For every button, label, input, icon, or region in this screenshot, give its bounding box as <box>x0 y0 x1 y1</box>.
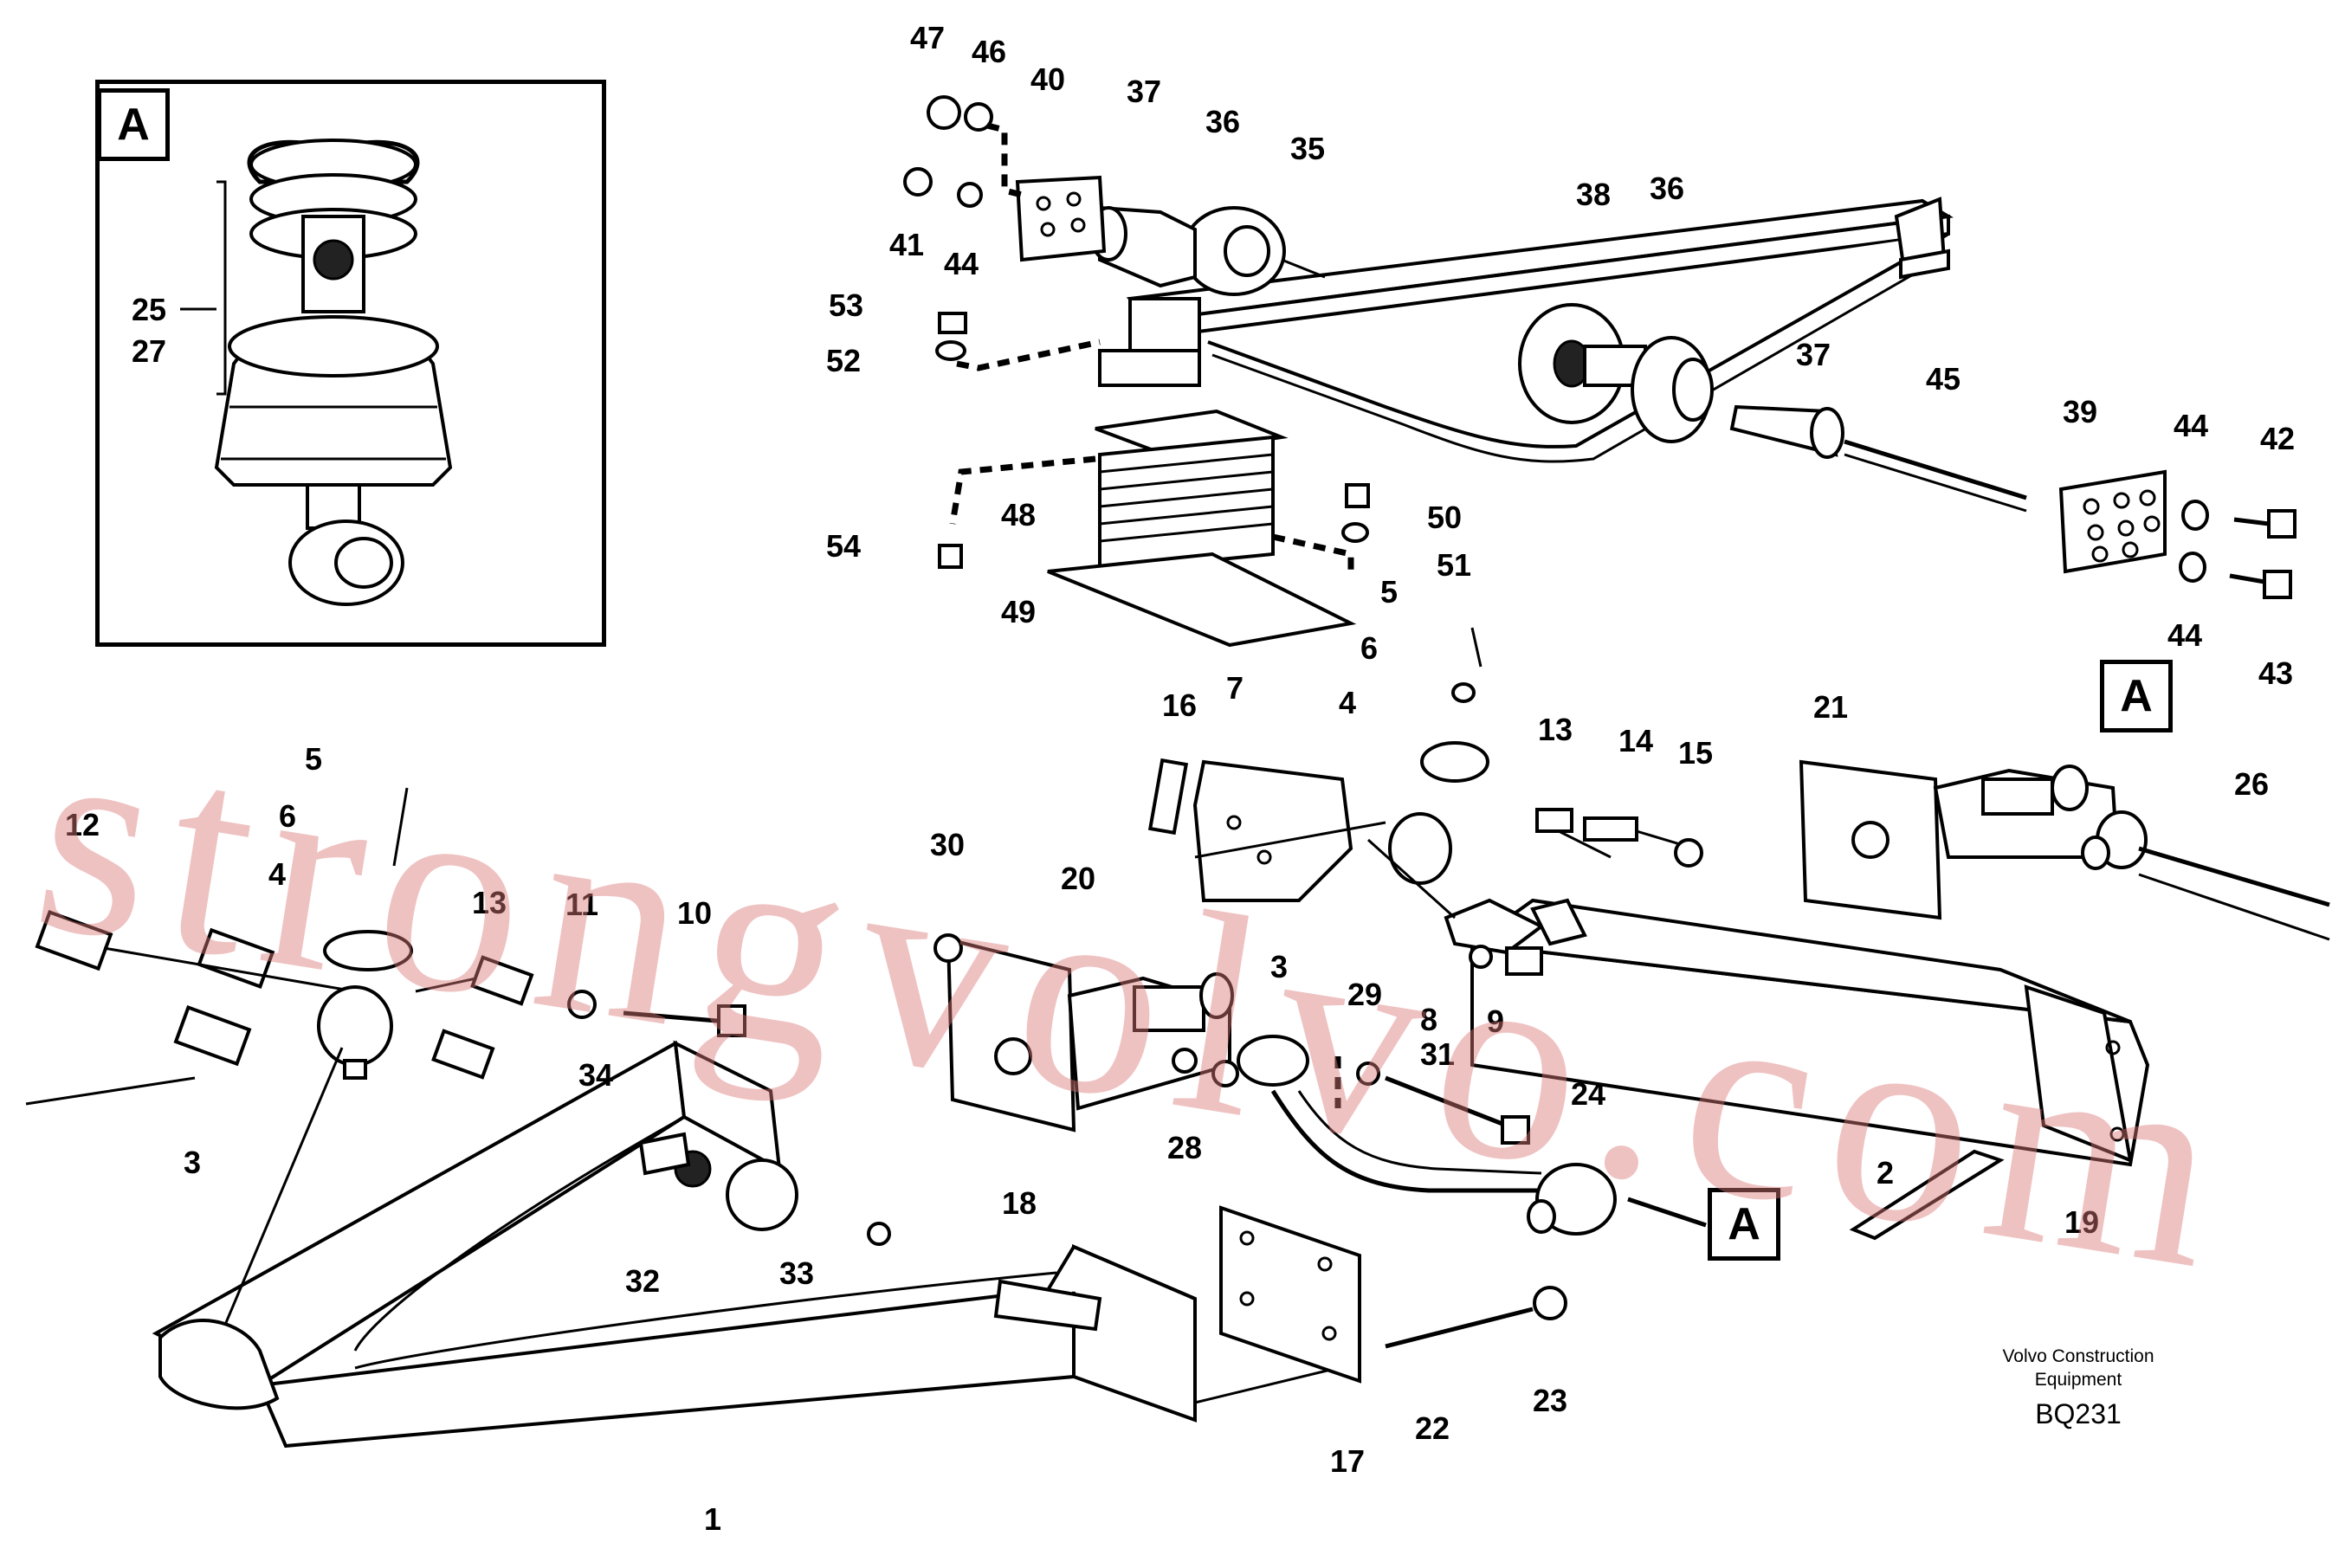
callout-4: 4 <box>1338 685 1357 720</box>
callout-13: 13 <box>1537 712 1573 747</box>
callout-20: 20 <box>1060 861 1096 896</box>
callout-36: 36 <box>1649 171 1685 206</box>
detail-label-27: 27 <box>131 333 167 369</box>
callout-40: 40 <box>1030 61 1066 97</box>
callout-6: 6 <box>278 798 297 834</box>
callout-43: 43 <box>2258 655 2294 691</box>
callout-37: 37 <box>1126 74 1162 109</box>
callout-13: 13 <box>471 885 507 920</box>
callout-50: 50 <box>1426 500 1463 535</box>
callout-30: 30 <box>929 827 966 862</box>
subframe-35-drawing <box>903 95 2296 648</box>
credit-division: Equipment <box>2034 1370 2122 1390</box>
callout-4: 4 <box>268 856 287 892</box>
callout-46: 46 <box>971 34 1007 69</box>
callout-53: 53 <box>828 287 864 323</box>
frame-1-drawing <box>25 787 1707 1449</box>
drawing-code: BQ231 <box>2035 1398 2122 1429</box>
credit-company: Volvo Construction <box>2002 1346 2154 1366</box>
detail-label-25: 25 <box>131 292 167 327</box>
callout-45: 45 <box>1925 361 1961 397</box>
callout-5: 5 <box>304 741 323 777</box>
callout-44: 44 <box>943 246 979 281</box>
callout-34: 34 <box>578 1057 614 1093</box>
callout-35: 35 <box>1289 131 1326 166</box>
callout-9: 9 <box>1486 1003 1505 1039</box>
callout-36: 36 <box>1205 104 1241 139</box>
callout-29: 29 <box>1347 977 1383 1012</box>
callout-8: 8 <box>1419 1002 1438 1037</box>
callout-48: 48 <box>1000 497 1037 532</box>
callout-28: 28 <box>1166 1130 1203 1165</box>
callout-24: 24 <box>1570 1076 1606 1112</box>
callout-1: 1 <box>703 1501 722 1537</box>
callout-41: 41 <box>888 227 925 262</box>
callout-44: 44 <box>2173 408 2209 443</box>
detail-ref-a-lower: A <box>1708 1188 1780 1261</box>
callout-15: 15 <box>1677 735 1714 771</box>
callout-42: 42 <box>2259 421 2296 456</box>
callout-26: 26 <box>2233 766 2270 802</box>
callout-49: 49 <box>1000 594 1037 629</box>
callout-23: 23 <box>1532 1383 1568 1418</box>
callout-51: 51 <box>1436 547 1472 583</box>
detail-a-tag: A <box>97 88 170 161</box>
callout-22: 22 <box>1414 1410 1450 1446</box>
callout-54: 54 <box>825 528 862 564</box>
callout-7: 7 <box>1225 670 1244 706</box>
callout-10: 10 <box>676 895 713 931</box>
callout-11: 11 <box>565 887 599 922</box>
callout-19: 19 <box>2064 1204 2100 1240</box>
callout-6: 6 <box>1360 630 1379 666</box>
callout-47: 47 <box>909 20 946 55</box>
callout-52: 52 <box>825 343 862 378</box>
callout-18: 18 <box>1001 1185 1037 1221</box>
frame-2-drawing <box>1147 627 2330 1241</box>
detail-a-bearing-drawing <box>180 139 453 606</box>
callout-3: 3 <box>183 1145 202 1180</box>
detail-a-frame <box>95 80 606 647</box>
callout-32: 32 <box>624 1263 661 1299</box>
detail-ref-a-right: A <box>2100 660 2173 732</box>
callout-2: 2 <box>1876 1155 1895 1191</box>
callout-3: 3 <box>1269 949 1289 984</box>
callout-38: 38 <box>1575 177 1612 212</box>
callout-5: 5 <box>1379 574 1399 610</box>
callout-17: 17 <box>1329 1443 1366 1479</box>
callout-12: 12 <box>64 807 100 842</box>
callout-33: 33 <box>778 1255 815 1291</box>
callout-31: 31 <box>1419 1036 1456 1072</box>
callout-21: 21 <box>1812 689 1849 725</box>
callout-44: 44 <box>2167 617 2203 653</box>
callout-16: 16 <box>1161 687 1198 723</box>
callout-39: 39 <box>2062 394 2098 429</box>
callout-14: 14 <box>1618 723 1654 758</box>
callout-37: 37 <box>1795 337 1831 372</box>
